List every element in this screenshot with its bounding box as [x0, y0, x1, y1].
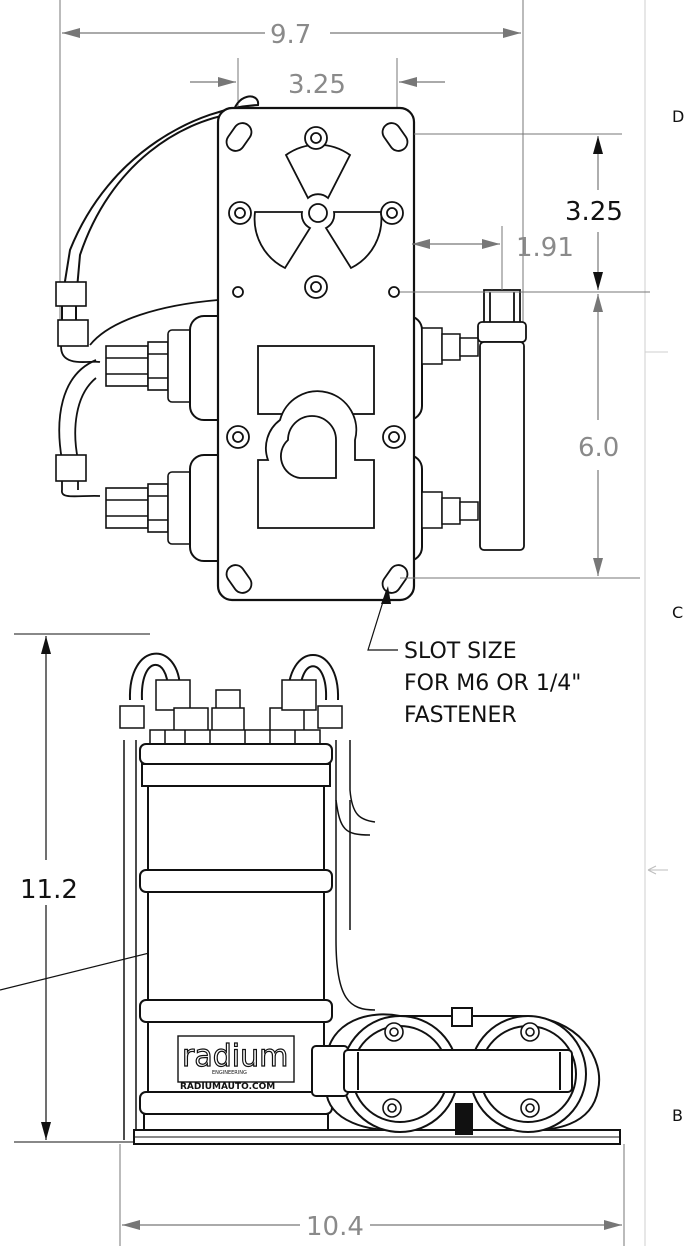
top-view: 9.7 3.25 [55, 0, 650, 728]
dimension-label-3-25-h: 3.25 [288, 70, 346, 100]
triple-blade-emblem [253, 143, 383, 270]
dimension-6-0: 6.0 [400, 294, 640, 579]
logo-url: RADIUMAUTO.COM [180, 1082, 275, 1092]
dimension-1-91: 1.91 [412, 226, 574, 290]
dimension-label-11-2: 11.2 [20, 875, 78, 905]
fuel-rail-right [477, 289, 527, 551]
mount-slot-tr [381, 122, 409, 152]
mount-slot-bl [225, 564, 253, 594]
dimension-11-2: 11.2 [14, 633, 150, 1143]
plate-bolts [226, 126, 406, 449]
right-fitting-upper [421, 327, 479, 365]
logo-tagline: ENGINEERING [212, 1070, 247, 1076]
slot-callout: SLOT SIZE FOR M6 OR 1/4" FASTENER [367, 586, 581, 728]
hose-fitting-1 [55, 281, 87, 307]
pump-bolts [382, 1022, 540, 1118]
radium-d-emblem [257, 345, 375, 529]
callout-line-2: FOR M6 OR 1/4" [404, 671, 581, 696]
hose-left-inner [75, 111, 246, 340]
dimension-3-25-vertical: 3.25 [400, 133, 650, 293]
logo-brand: radium [182, 1039, 288, 1074]
mount-slot-tl [225, 122, 253, 152]
left-fitting-upper [105, 329, 195, 403]
twin-pump-assembly [311, 1007, 601, 1135]
dimension-label-1-91: 1.91 [516, 233, 574, 263]
left-fitting-lower [105, 471, 195, 545]
callout-line-1: SLOT SIZE [404, 639, 517, 664]
dimension-label-10-4: 10.4 [306, 1212, 364, 1242]
radium-logo: radium ENGINEERING RADIUMAUTO.COM [177, 1035, 295, 1092]
hose-fitting-3 [55, 454, 87, 482]
dimension-label-6-0: 6.0 [578, 433, 619, 463]
side-hose-right [335, 740, 376, 836]
side-hose-left [123, 740, 137, 1140]
dimension-3-25-horizontal: 3.25 [190, 58, 445, 120]
zone-letter-c: C [672, 603, 683, 622]
dimension-label-3-25-v: 3.25 [565, 197, 623, 227]
front-view: 11.2 [0, 633, 625, 1246]
hose-left-outer [61, 95, 260, 340]
zone-letter-d: D [672, 107, 684, 126]
zone-letter-b: B [672, 1106, 683, 1125]
frame-arrow [647, 865, 668, 875]
top-fittings [119, 679, 343, 745]
dimension-9-7: 9.7 [59, 0, 524, 345]
hose-fitting-2 [57, 319, 89, 347]
side-hose-right-long [335, 800, 376, 1011]
dimension-10-4: 10.4 [119, 1144, 625, 1246]
dimension-label-9-7: 9.7 [270, 20, 311, 50]
right-fitting-lower [421, 491, 479, 529]
callout-line-3: FASTENER [404, 703, 517, 728]
hose-left-lower-a [60, 299, 219, 363]
